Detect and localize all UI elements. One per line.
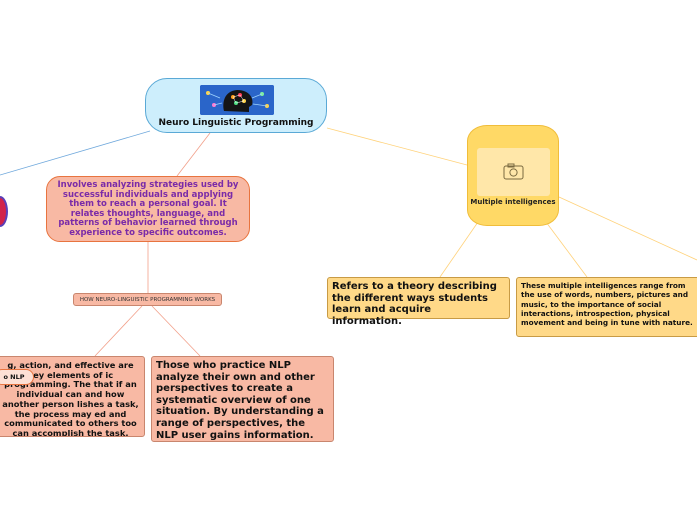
central-topic-title: Neuro Linguistic Programming <box>158 118 314 128</box>
multiple-intelligences-label: Multiple intelligences <box>470 198 556 206</box>
theory-definition-node[interactable]: Refers to a theory describing the differ… <box>327 277 510 327</box>
how-nlp-works-node[interactable]: HOW NEURO-LINGUISTIC PROGRAMMING WORKS <box>73 293 222 306</box>
multiple-intelligences-node[interactable]: Multiple intelligences <box>467 125 559 226</box>
key-elements-node[interactable]: g, action, and effective are key element… <box>0 356 145 437</box>
nlp-tag-pill[interactable]: o NLP <box>0 369 34 385</box>
camera-icon <box>503 163 524 180</box>
perspectives-node[interactable]: Those who practice NLP analyze their own… <box>151 356 334 442</box>
brain-network-illustration <box>200 85 274 115</box>
image-placeholder <box>477 148 550 196</box>
central-topic-node[interactable]: Neuro Linguistic Programming <box>145 78 327 133</box>
analyze-strategies-node[interactable]: Involves analyzing strategies used by su… <box>46 176 250 242</box>
intelligences-range-node[interactable]: These multiple intelligences range from … <box>516 277 697 337</box>
